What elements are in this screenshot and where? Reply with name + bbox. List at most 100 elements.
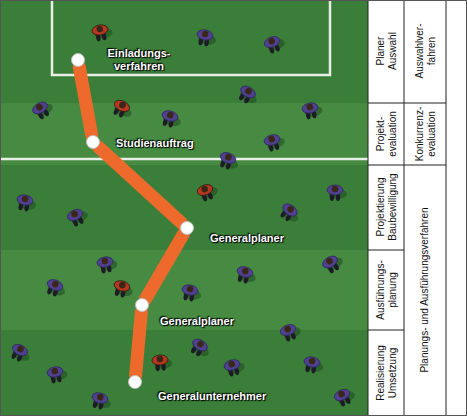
player-figure bbox=[44, 278, 68, 300]
player-shirt bbox=[31, 100, 50, 117]
step-label: Einladungs- verfahren bbox=[99, 47, 179, 72]
player-head bbox=[228, 360, 236, 368]
player-figure bbox=[333, 385, 358, 408]
player-figure bbox=[327, 185, 347, 201]
player-shirt bbox=[327, 185, 343, 195]
player-head bbox=[186, 285, 194, 293]
player-figure bbox=[302, 356, 324, 375]
player-shirt bbox=[219, 151, 237, 166]
table-line bbox=[368, 103, 446, 104]
table-line bbox=[368, 330, 404, 331]
player-shirt bbox=[152, 354, 169, 365]
field-band bbox=[0, 330, 368, 416]
player-head bbox=[267, 37, 275, 45]
table-cell: Projektierung Baubewilligung bbox=[375, 167, 398, 247]
player-figure bbox=[188, 337, 213, 361]
player-figure bbox=[277, 201, 303, 226]
process-path bbox=[79, 67, 91, 135]
player-figure bbox=[89, 391, 112, 412]
player-figure bbox=[279, 321, 303, 343]
player-head bbox=[118, 101, 127, 110]
player-shirt bbox=[303, 356, 320, 369]
player-head bbox=[51, 367, 59, 375]
player-figure bbox=[111, 279, 134, 300]
table-line bbox=[368, 250, 404, 251]
player-shirt bbox=[281, 201, 300, 218]
player-figure bbox=[31, 98, 56, 122]
process-path bbox=[136, 312, 142, 375]
player-shirt bbox=[196, 183, 214, 198]
field-line bbox=[0, 158, 368, 161]
player-shirt bbox=[161, 109, 179, 123]
player-head bbox=[35, 103, 44, 112]
table-cell: Planer Auswahl bbox=[375, 23, 398, 79]
player-head bbox=[16, 345, 25, 354]
player-figure bbox=[15, 194, 37, 213]
player-shirt bbox=[191, 337, 210, 354]
phase-table bbox=[368, 0, 446, 416]
player-shirt bbox=[113, 98, 132, 114]
player-shirt bbox=[11, 342, 30, 358]
player-figure bbox=[196, 181, 220, 203]
player-figure bbox=[46, 365, 68, 384]
player-shirt bbox=[113, 279, 131, 293]
player-shirt bbox=[333, 387, 352, 403]
player-figure bbox=[263, 33, 287, 55]
penalty-area-line bbox=[52, 0, 330, 75]
process-path bbox=[146, 234, 184, 299]
player-head bbox=[244, 87, 253, 96]
player-shirt bbox=[66, 207, 85, 223]
player-shirt bbox=[91, 391, 109, 405]
player-head bbox=[70, 210, 79, 219]
player-head bbox=[325, 257, 334, 266]
player-figure bbox=[180, 284, 202, 303]
player-shirt bbox=[236, 265, 254, 279]
player-figure bbox=[96, 255, 118, 274]
player-shirt bbox=[196, 29, 213, 42]
player-head bbox=[200, 185, 208, 193]
player-head bbox=[156, 355, 163, 362]
player-shirt bbox=[91, 24, 108, 37]
player-shirt bbox=[223, 358, 241, 372]
process-path bbox=[98, 147, 182, 224]
player-shirt bbox=[46, 278, 64, 293]
player-head bbox=[118, 281, 126, 289]
player-head bbox=[286, 205, 295, 214]
table-cell: Auswahlver- fahren bbox=[414, 16, 437, 86]
player-shirt bbox=[96, 256, 113, 269]
player-head bbox=[308, 357, 316, 365]
player-head bbox=[332, 186, 339, 193]
player-head bbox=[51, 280, 59, 288]
player-head bbox=[201, 30, 209, 38]
player-figure bbox=[159, 109, 182, 130]
player-shirt bbox=[239, 84, 258, 101]
step-label: Generalunternehmer bbox=[158, 390, 266, 403]
process-node: Generalplaner bbox=[135, 298, 149, 312]
player-figure bbox=[152, 354, 173, 372]
player-figure bbox=[217, 151, 241, 173]
field-band bbox=[0, 0, 368, 103]
player-head bbox=[21, 195, 29, 203]
player-head bbox=[101, 257, 109, 265]
player-figure bbox=[110, 98, 135, 121]
player-figure bbox=[195, 29, 217, 48]
players bbox=[8, 23, 357, 412]
process-node: Studienauftrag bbox=[86, 135, 100, 149]
table-line bbox=[368, 165, 446, 166]
player-shirt bbox=[16, 194, 33, 207]
player-head bbox=[166, 111, 174, 119]
table-frame bbox=[368, 1, 446, 416]
player-shirt bbox=[181, 284, 198, 297]
player-shirt bbox=[321, 254, 340, 271]
player-shirt bbox=[263, 133, 281, 147]
player-figure bbox=[321, 252, 346, 276]
player-shirt bbox=[301, 102, 318, 115]
player-head bbox=[283, 325, 291, 333]
player-head bbox=[241, 267, 249, 275]
table-line bbox=[404, 0, 405, 416]
table-cell: Realisierung Umsetzung bbox=[375, 333, 398, 413]
player-figure bbox=[91, 23, 113, 42]
